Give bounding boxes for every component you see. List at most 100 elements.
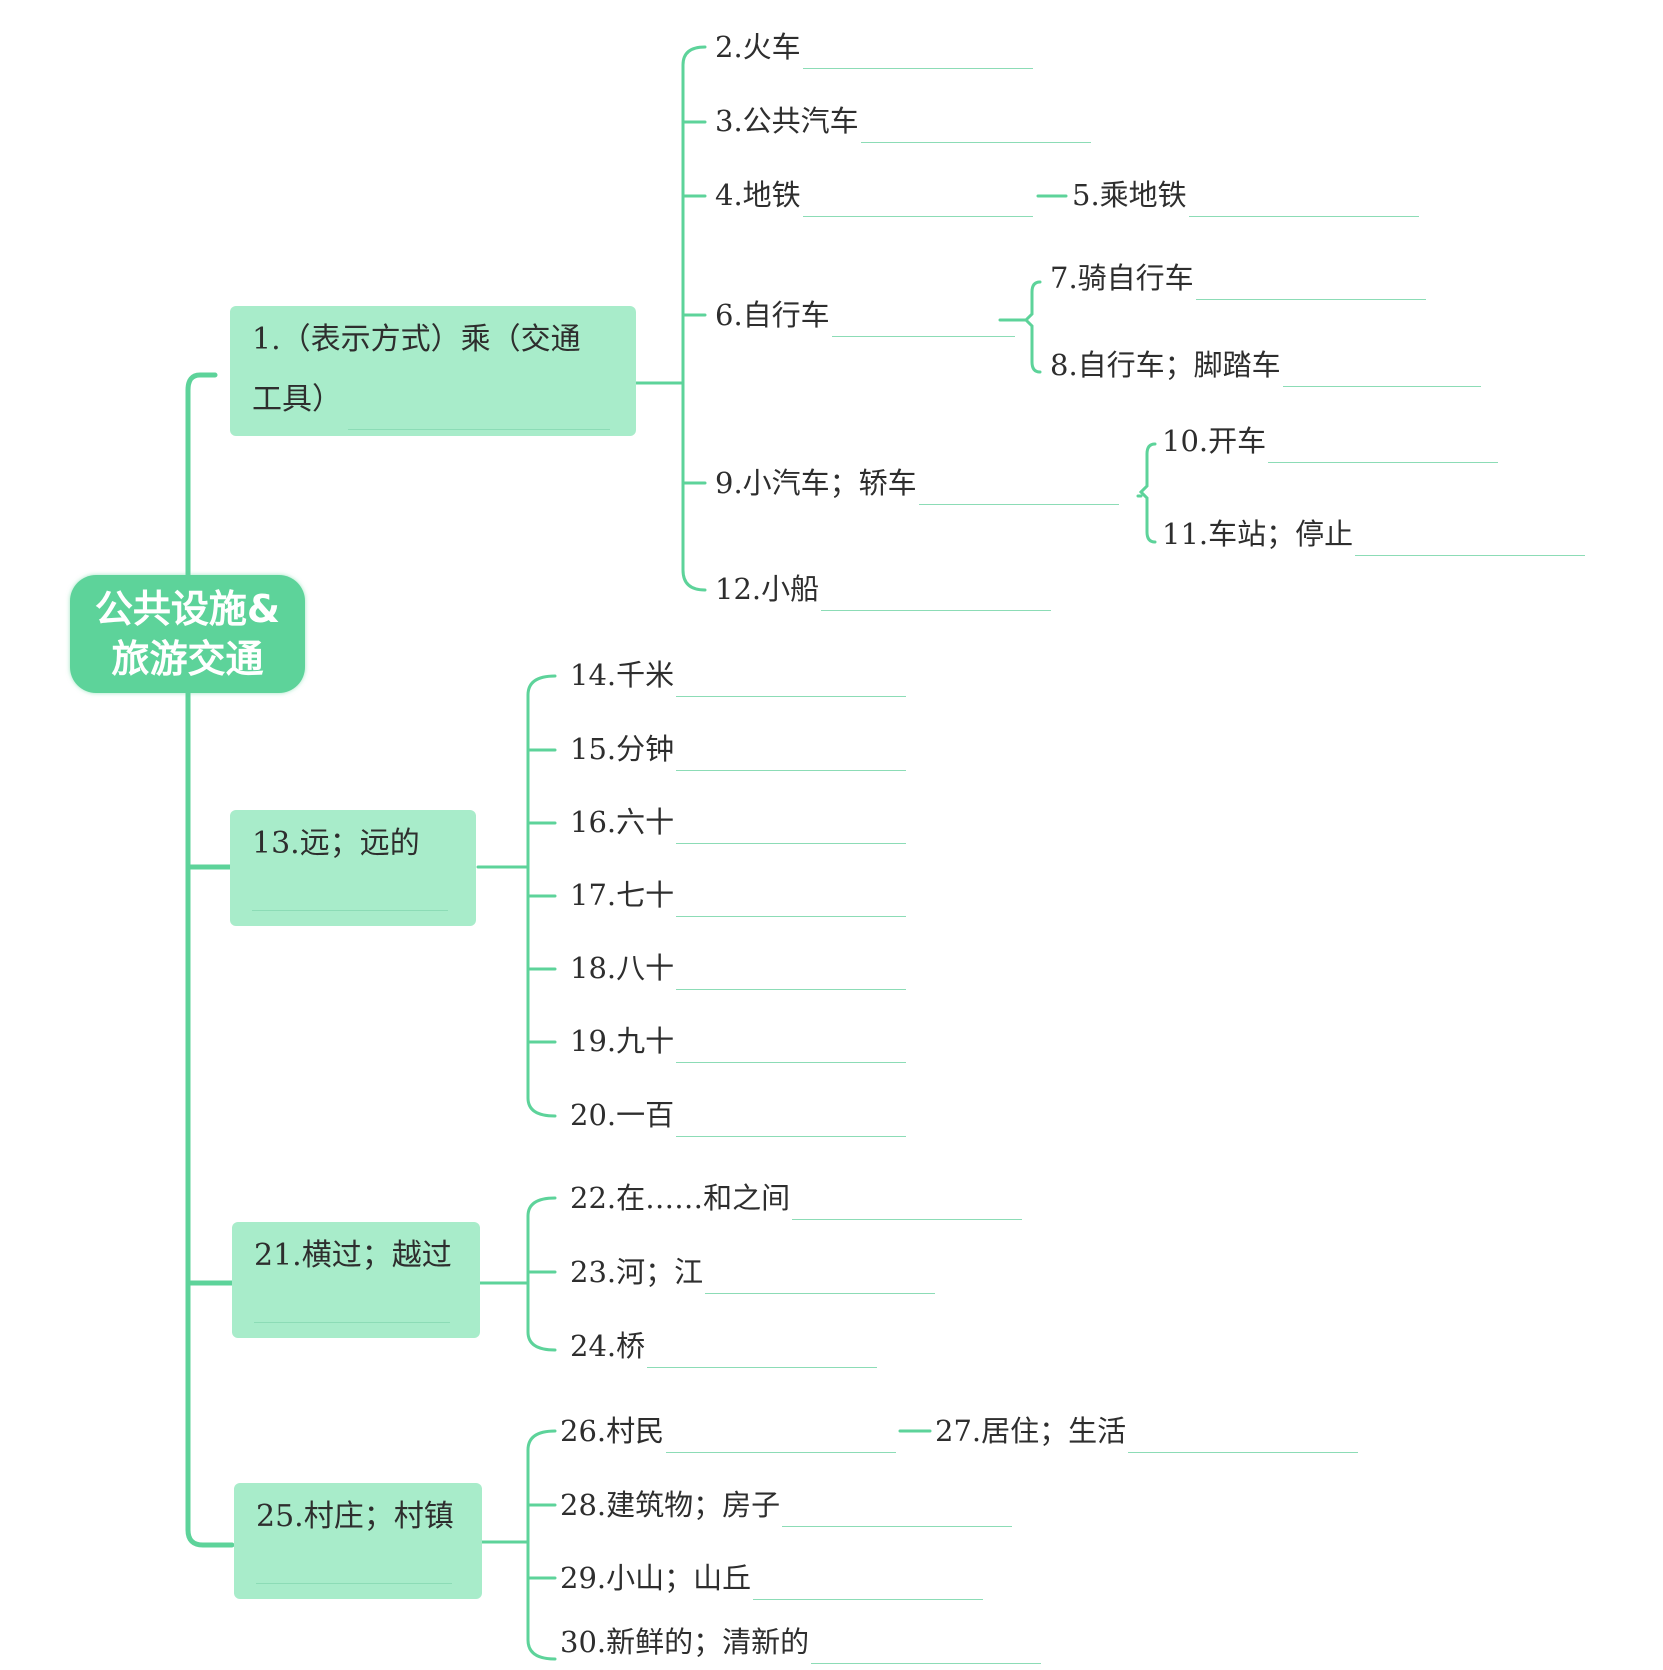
answer-blank[interactable]	[792, 1189, 1023, 1220]
root-label-line1: 公共设施&	[94, 587, 281, 631]
answer-blank[interactable]	[1128, 1422, 1359, 1453]
leaf-10-label: 10.开车	[1162, 424, 1267, 458]
branch-25-label: 25.村庄；村镇	[256, 1499, 454, 1534]
root-label-line2: 旅游交通	[111, 637, 264, 681]
answer-blank[interactable]	[811, 1633, 1042, 1664]
answer-blank[interactable]	[802, 38, 1033, 69]
answer-blank[interactable]	[647, 1337, 878, 1368]
branch-node-1: 1.（表示方式）乘（交通 工具）	[230, 306, 636, 436]
leaf-26: 26.村民	[560, 1409, 897, 1453]
branch-1-label-line2: 工具）	[252, 382, 342, 417]
root-node: 公共设施& 旅游交通	[70, 575, 305, 693]
leaf-19: 19.九十	[570, 1019, 907, 1063]
leaf-17: 17.七十	[570, 873, 907, 917]
leaf-14-label: 14.千米	[570, 658, 675, 692]
leaf-28-label: 28.建筑物；房子	[560, 1488, 781, 1522]
answer-blank[interactable]	[802, 186, 1033, 217]
answer-blank[interactable]	[705, 1263, 936, 1294]
answer-blank[interactable]	[676, 959, 907, 990]
branch-node-13: 13.远；远的	[230, 810, 476, 926]
leaf-27: 27.居住；生活	[935, 1409, 1359, 1453]
leaf-22: 22.在……和之间	[570, 1176, 1023, 1220]
answer-blank[interactable]	[1195, 269, 1426, 300]
leaf-5: 5.乘地铁	[1072, 173, 1419, 217]
leaf-12: 12.小船	[715, 567, 1052, 611]
leaf-11: 11.车站；停止	[1162, 512, 1586, 556]
answer-blank[interactable]	[1355, 525, 1586, 556]
bracket-b25	[526, 1429, 557, 1661]
bracket-9	[1138, 442, 1157, 544]
leaf-2-label: 2.火车	[715, 30, 801, 64]
leaf-24-label: 24.桥	[570, 1329, 646, 1363]
leaf-8-label: 8.自行车；脚踏车	[1050, 348, 1281, 382]
bracket-6	[1023, 280, 1042, 374]
leaf-2: 2.火车	[715, 25, 1033, 69]
branch-13-label: 13.远；远的	[252, 826, 420, 861]
answer-blank[interactable]	[1282, 356, 1481, 387]
leaf-16: 16.六十	[570, 800, 907, 844]
answer-blank[interactable]	[348, 389, 610, 430]
leaf-10: 10.开车	[1162, 419, 1499, 463]
leaf-5-label: 5.乘地铁	[1072, 178, 1187, 212]
answer-blank[interactable]	[676, 740, 907, 771]
leaf-14: 14.千米	[570, 653, 907, 697]
root-trunk	[185, 372, 235, 1548]
answer-blank[interactable]	[676, 813, 907, 844]
leaf-30: 30.新鲜的；清新的	[560, 1620, 1042, 1664]
answer-blank[interactable]	[252, 874, 448, 911]
answer-blank[interactable]	[821, 580, 1052, 611]
leaf-16-label: 16.六十	[570, 805, 675, 839]
branch-node-21: 21.横过；越过	[232, 1222, 480, 1338]
leaf-3: 3.公共汽车	[715, 99, 1091, 143]
leaf-8: 8.自行车；脚踏车	[1050, 343, 1481, 387]
leaf-19-label: 19.九十	[570, 1024, 675, 1058]
answer-blank[interactable]	[256, 1547, 452, 1584]
leaf-22-label: 22.在……和之间	[570, 1181, 791, 1215]
leaf-7: 7.骑自行车	[1050, 256, 1426, 300]
leaf-23-label: 23.河；江	[570, 1255, 704, 1289]
leaf-6-label: 6.自行车	[715, 298, 830, 332]
leaf-4: 4.地铁	[715, 173, 1033, 217]
answer-blank[interactable]	[782, 1496, 1013, 1527]
leaf-28: 28.建筑物；房子	[560, 1483, 1013, 1527]
leaf-26-label: 26.村民	[560, 1414, 665, 1448]
leaf-11-label: 11.车站；停止	[1162, 517, 1354, 551]
answer-blank[interactable]	[676, 1032, 907, 1063]
leaf-4-label: 4.地铁	[715, 178, 801, 212]
leaf-7-label: 7.骑自行车	[1050, 261, 1194, 295]
leaf-20: 20.一百	[570, 1093, 907, 1137]
answer-blank[interactable]	[1188, 186, 1419, 217]
leaf-18-label: 18.八十	[570, 951, 675, 985]
leaf-20-label: 20.一百	[570, 1098, 675, 1132]
leaf-17-label: 17.七十	[570, 878, 675, 912]
leaf-30-label: 30.新鲜的；清新的	[560, 1625, 810, 1659]
leaf-12-label: 12.小船	[715, 572, 820, 606]
answer-blank[interactable]	[676, 666, 907, 697]
leaf-15-label: 15.分钟	[570, 732, 675, 766]
answer-blank[interactable]	[676, 1106, 907, 1137]
bracket-b1	[681, 45, 707, 592]
leaf-15: 15.分钟	[570, 727, 907, 771]
answer-blank[interactable]	[831, 306, 1015, 337]
answer-blank[interactable]	[1268, 432, 1499, 463]
answer-blank[interactable]	[254, 1286, 450, 1323]
branch-1-label-line1: 1.（表示方式）乘（交通	[252, 322, 581, 357]
answer-blank[interactable]	[860, 112, 1091, 143]
leaf-29: 29.小山；山丘	[560, 1556, 984, 1600]
leaf-6: 6.自行车	[715, 293, 1015, 337]
leaf-3-label: 3.公共汽车	[715, 104, 859, 138]
answer-blank[interactable]	[676, 886, 907, 917]
branch-node-25: 25.村庄；村镇	[234, 1483, 482, 1599]
bracket-b21	[526, 1196, 557, 1352]
answer-blank[interactable]	[666, 1422, 897, 1453]
leaf-29-label: 29.小山；山丘	[560, 1561, 752, 1595]
answer-blank[interactable]	[753, 1569, 984, 1600]
leaf-27-label: 27.居住；生活	[935, 1414, 1127, 1448]
leaf-23: 23.河；江	[570, 1250, 936, 1294]
leaf-9-label: 9.小汽车；轿车	[715, 466, 917, 500]
leaf-9: 9.小汽车；轿车	[715, 461, 1119, 505]
branch-21-label: 21.横过；越过	[254, 1238, 452, 1273]
leaf-24: 24.桥	[570, 1324, 878, 1368]
answer-blank[interactable]	[918, 474, 1119, 505]
